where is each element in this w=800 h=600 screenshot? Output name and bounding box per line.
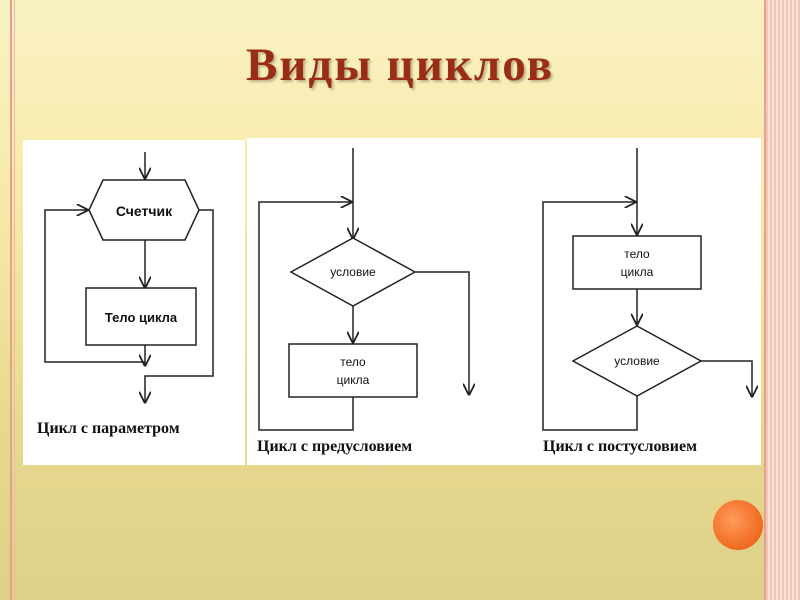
counter-label: Счетчик [116, 203, 173, 219]
frame-stripe-right [766, 0, 800, 600]
post-caption: Цикл с постусловием [543, 438, 697, 455]
param-loop-diagram: Счетчик Тело цикла [44, 152, 214, 465]
pre-condition-loop: условие тело цикла [258, 148, 469, 431]
frame-line-left [10, 0, 12, 600]
pre-loop-back-line [258, 202, 354, 431]
decorative-orange-circle [713, 500, 763, 550]
pre-caption: Цикл с предусловием [257, 438, 413, 455]
post-condition-label: условие [614, 354, 660, 368]
post-body-label-1: тело [624, 247, 650, 261]
post-condition-loop: тело цикла условие [542, 148, 752, 431]
param-loop-back-line [44, 210, 145, 363]
panel-pre-post-loops: условие тело цикла тело цикла условие [247, 138, 761, 465]
counter-hexagon [88, 179, 200, 241]
pre-body-label-1: тело [340, 355, 366, 369]
param-body-box [85, 287, 197, 346]
pre-body-label-2: цикла [337, 373, 370, 387]
pre-body-box [288, 343, 418, 398]
frame-line-left-thin [14, 0, 15, 600]
slide-title: Виды циклов [246, 39, 554, 91]
post-body-label-2: цикла [621, 265, 654, 279]
panel-param-loop: Счетчик Тело цикла Цикл с параметром [23, 140, 245, 465]
frame-line-right [764, 0, 766, 600]
param-caption: Цикл с параметром [37, 420, 180, 437]
param-body-label: Тело цикла [105, 310, 178, 325]
pre-condition-label: условие [330, 265, 376, 279]
pre-exit-line [415, 271, 469, 394]
post-loop-back-line [542, 202, 638, 431]
post-exit-line [701, 360, 752, 396]
param-exit-line [145, 209, 214, 402]
pre-post-loop-diagrams: условие тело цикла тело цикла условие [258, 148, 761, 431]
post-body-box [572, 235, 702, 290]
